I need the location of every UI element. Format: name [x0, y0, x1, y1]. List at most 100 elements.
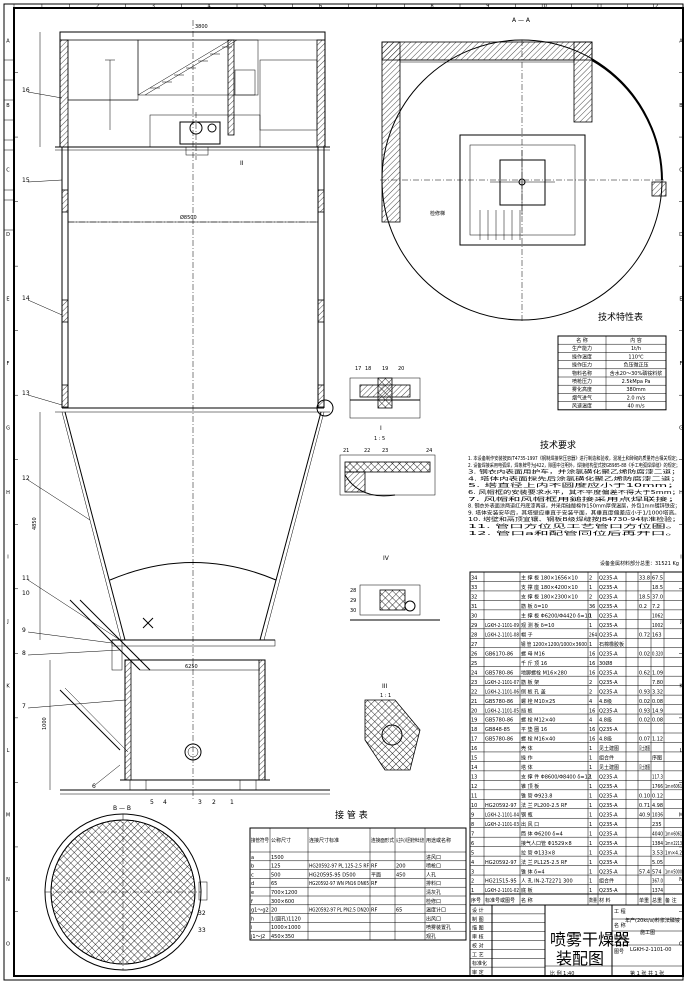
nozzle-cell: 清灰孔	[426, 889, 441, 896]
leader-II: II	[240, 160, 244, 167]
parts-cell: Q235-A	[599, 775, 618, 781]
parts-cell: 1	[589, 784, 592, 790]
parts-header-cell: 数量	[589, 897, 597, 904]
parts-cell: 千 斤 顶 16	[521, 660, 547, 667]
leader-24: 24	[426, 448, 432, 454]
plan-view-aa	[380, 39, 667, 322]
nozzle-cell: 1500	[271, 855, 284, 861]
parts-cell: Q235-A	[599, 651, 618, 657]
parts-cell: 7	[471, 831, 474, 837]
ruler-num-3: 3	[152, 4, 155, 10]
tech-row-name: 操作温度	[572, 353, 592, 360]
tech-req-list: 1. 本设备制作安装按JB/T4735-1997《钢制焊接常压容器》进行制造和验…	[468, 455, 680, 537]
parts-cell: Q235-A	[599, 869, 618, 875]
parts-header-cell: 单重	[639, 897, 649, 904]
title-label: 设 计	[472, 907, 484, 914]
drawing-title-1: 喷雾干燥器	[550, 930, 630, 949]
parts-cell: LGKH-2-1101-09	[485, 623, 519, 629]
ruler-num-4: 4	[208, 4, 211, 10]
side-letter-I: I	[7, 555, 8, 561]
req-line: 3. 钢衣内表面用护车，并涂氯磺化聚乙烯防腐漆二道；	[468, 469, 680, 476]
detail-IV	[350, 584, 440, 621]
tech-row-value: 2.5kMpa Pa	[622, 379, 651, 385]
side-letter-M: M	[6, 813, 10, 819]
plan-view-bb	[44, 813, 208, 971]
parts-cell: 7.2	[652, 604, 660, 610]
parts-header-cell: 材 料	[599, 897, 611, 904]
parts-cell: Q235-A	[599, 680, 618, 686]
parts-cell: 1	[589, 746, 592, 752]
parts-cell: 14	[471, 765, 477, 771]
nozzle-cell: 700×1200	[271, 890, 297, 896]
tech-row-name: 操作压力	[572, 362, 592, 369]
title-label: 审 定	[472, 969, 484, 976]
leader-4: 4	[163, 799, 167, 806]
ruler-num-5: 5	[263, 4, 266, 10]
dim-diameter: Ø8500	[180, 214, 197, 221]
nozzle-header-cell: 连接面形式	[371, 837, 394, 844]
parts-cell: 螺 栓 M12×40	[521, 717, 555, 724]
parts-cell: 23	[471, 680, 477, 686]
parts-cell: 16	[471, 746, 477, 752]
ruler-num-7: 7	[375, 4, 378, 10]
parts-cell: 40.9	[639, 812, 650, 818]
parts-cell: 0.62	[639, 670, 650, 676]
parts-cell: 人 孔 IN-2-T2271 300	[521, 878, 573, 885]
side-letter-r-F: F	[680, 361, 683, 367]
title-label: 审 核	[472, 934, 484, 941]
parts-cell: 2	[589, 595, 592, 601]
parts-cell: 锥 体 δ=4	[521, 868, 545, 875]
detail-21-24	[339, 454, 436, 497]
nozzle-header-cell: 公称尺寸	[271, 837, 291, 844]
parts-cell: 2	[471, 879, 474, 885]
req-line: 9. 塔体安装安毕后，其塔壁应垂直于安装平面，其垂直度偏差应小于1/1000塔高…	[468, 509, 680, 516]
parts-cell: Q235-A	[599, 727, 618, 733]
req-line: 7. 风帽和风帽框用鎚接采用点焊联接；	[468, 496, 680, 503]
parts-cell: 序图	[652, 755, 662, 762]
parts-cell: Q235-A	[599, 623, 618, 629]
req-line: 8. 钢衣外表面涂两道红丹底漆两道，并采用硅酸棉作150mm厚保温层，外包1mm…	[468, 503, 680, 510]
parts-cell: GB5780-86	[485, 699, 513, 705]
nozzle-cell: 450×350	[271, 934, 294, 940]
parts-cell: 1	[589, 841, 592, 847]
side-letter-L: L	[7, 748, 10, 754]
roof-wall-left	[59, 39, 69, 148]
parts-cell: 法 兰 PL125-2.5 RF	[521, 859, 567, 866]
parts-cell: 平 垫 圈 16	[521, 726, 547, 733]
parts-cell: 9	[471, 812, 474, 818]
parts-cell: 5.05	[652, 860, 663, 866]
leader-28: 28	[350, 588, 356, 594]
parts-cell: 21	[471, 699, 477, 705]
ruler-num-8: 8	[431, 4, 434, 10]
leader-12: 12	[22, 475, 30, 482]
parts-cell: HG20592-97	[485, 803, 517, 809]
parts-cell: Q235-A	[599, 595, 618, 601]
detail-ii-20: 20	[398, 366, 404, 372]
parts-cell: 0.71	[639, 803, 650, 809]
parts-cell: LGKH-2-1101-03	[485, 822, 519, 828]
nozzle-cell: HG20592-97 PL 125-2.5 RF	[309, 864, 369, 870]
nozzle-cell: HG20592-97 PL PN2.5 DN20	[309, 908, 369, 914]
title-label: 制 图	[472, 916, 484, 923]
side-letter-r-A: A	[679, 38, 683, 44]
req-line: 5. 塔直径上内不圆度应小于10mm；	[468, 482, 680, 489]
parts-cell: 16	[589, 670, 595, 676]
req-line: 4. 塔体内表面採先后涂氯磺化聚乙烯防腐漆二道；	[468, 475, 680, 482]
parts-cell: 1	[589, 793, 592, 799]
ladder-steps	[479, 210, 521, 240]
side-letter-r-G: G	[679, 425, 683, 431]
side-letter-H: H	[6, 490, 10, 496]
side-letter-E: E	[6, 296, 9, 302]
parts-cell: 32	[471, 595, 477, 601]
parts-cell: 见土建图	[599, 764, 619, 771]
parts-cell: Q235-A	[599, 670, 618, 676]
nozzle-header-cell: 从主中心线至接管伸出长度	[396, 837, 424, 844]
parts-cell: 1	[589, 812, 592, 818]
tech-row-name: 烟气进气	[572, 394, 592, 401]
nozzle-cell: 喷雾装置孔	[426, 924, 451, 931]
side-letter-r-K: K	[679, 684, 683, 690]
parts-cell: 1766	[652, 784, 663, 790]
leader-23: 23	[382, 448, 388, 454]
